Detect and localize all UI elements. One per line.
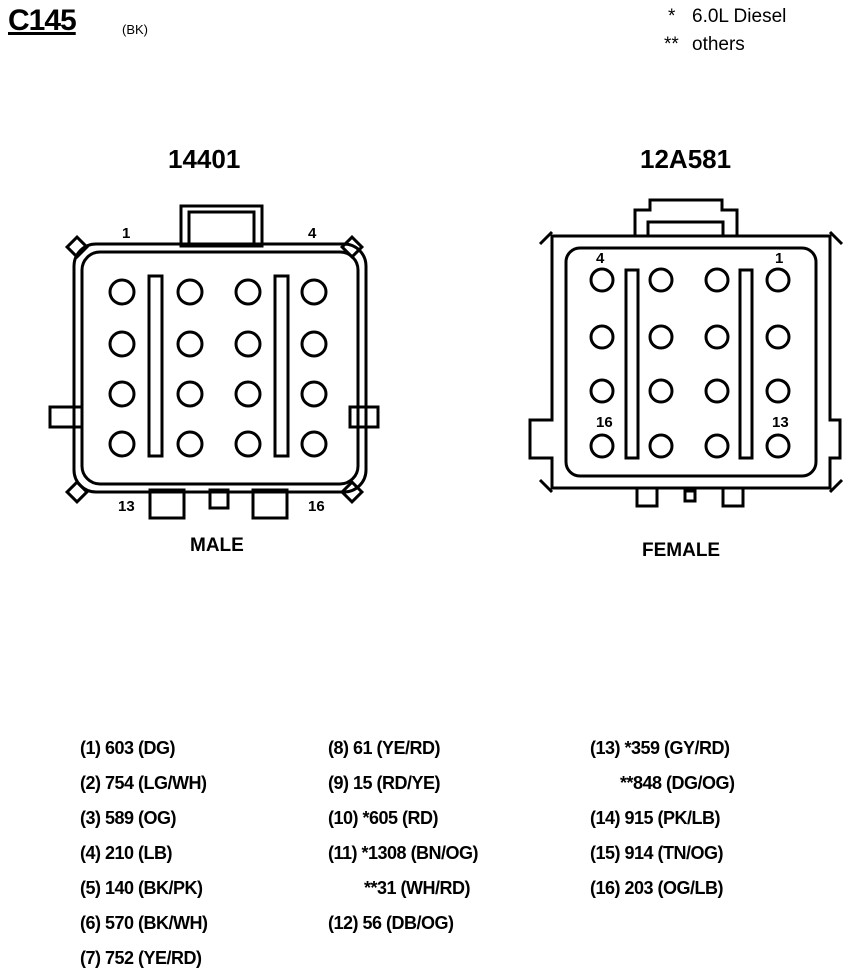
pinout-entry: **848 (DG/OG) <box>620 773 735 793</box>
male-part-number: 14401 <box>168 144 241 174</box>
pinout-entry: (12) 56 (DB/OG) <box>328 913 454 933</box>
male-pin-label-top-right: 4 <box>308 225 317 242</box>
male-pin-label-bottom-right: 16 <box>308 498 325 515</box>
pinout-entry: (6) 570 (BK/WH) <box>80 913 208 933</box>
male-pin-grid <box>108 278 328 458</box>
female-pin-label-top-left: 4 <box>596 250 605 267</box>
female-label: FEMALE <box>642 540 721 561</box>
legend-others-text: others <box>692 34 745 55</box>
legend-double-star-marker: ** <box>664 34 679 55</box>
color-code: (BK) <box>122 22 148 37</box>
female-pin-grid <box>589 267 791 459</box>
pinout-entry: (14) 915 (PK/LB) <box>590 808 721 828</box>
pinout-entry: (8) 61 (YE/RD) <box>328 738 441 758</box>
female-connector-housing <box>528 198 844 508</box>
pinout-entry: (9) 15 (RD/YE) <box>328 773 441 793</box>
pinout-entry: (2) 754 (LG/WH) <box>80 773 207 793</box>
male-pin-label-top-left: 1 <box>122 225 131 242</box>
female-part-number: 12A581 <box>640 144 732 174</box>
male-label: MALE <box>190 535 244 556</box>
legend-diesel-text: 6.0L Diesel <box>692 6 787 27</box>
pinout-entry: (4) 210 (LB) <box>80 843 173 863</box>
pinout-entry: (10) *605 (RD) <box>328 808 439 828</box>
pinout-entry: (16) 203 (OG/LB) <box>590 878 724 898</box>
pinout-entry: (13) *359 (GY/RD) <box>590 738 730 758</box>
male-pin-label-bottom-left: 13 <box>118 498 135 515</box>
female-pin-label-bottom-left: 16 <box>596 414 613 431</box>
male-connector-housing <box>48 204 380 520</box>
connector-id: C145 <box>8 4 77 37</box>
pinout-entry: (7) 752 (YE/RD) <box>80 948 202 968</box>
pinout-entry: (5) 140 (BK/PK) <box>80 878 203 898</box>
female-pin-label-bottom-right: 13 <box>772 414 789 431</box>
pinout-entry: (11) *1308 (BN/OG) <box>328 843 479 863</box>
female-pin-label-top-right: 1 <box>775 250 784 267</box>
pinout-entry: (3) 589 (OG) <box>80 808 177 828</box>
pinout-entry: (15) 914 (TN/OG) <box>590 843 724 863</box>
pinout-entry: **31 (WH/RD) <box>364 878 471 898</box>
pinout-entry: (1) 603 (DG) <box>80 738 176 758</box>
legend-star-marker: * <box>668 6 676 27</box>
